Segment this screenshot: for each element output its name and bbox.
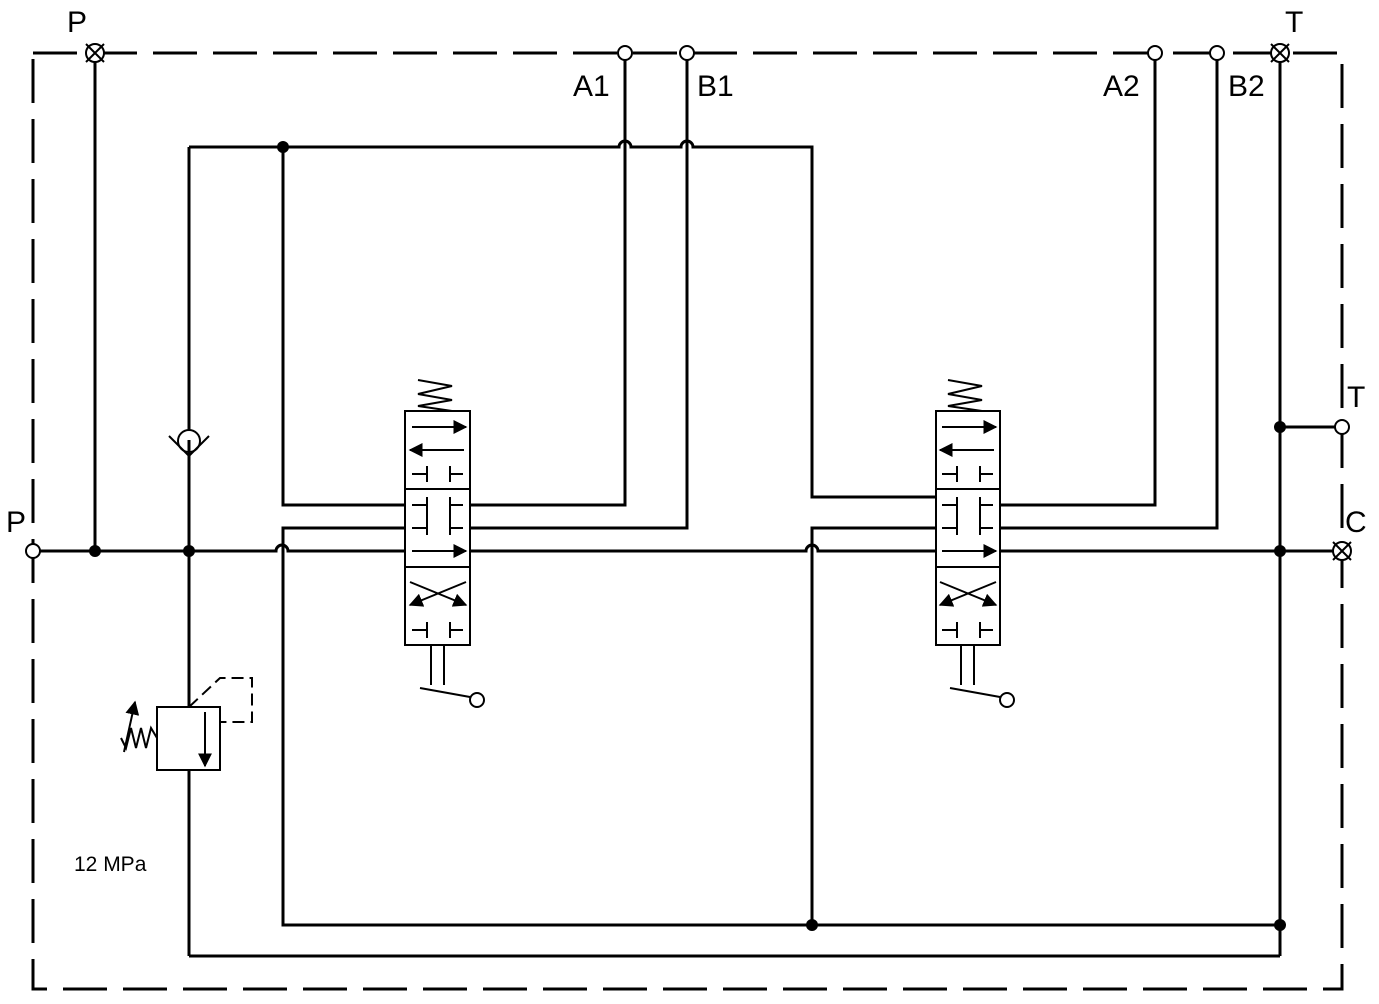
- pressure-gallery: [33, 543, 1342, 553]
- parallel-channel: [189, 139, 936, 499]
- label-b1: B1: [697, 70, 734, 103]
- check-valve-symbol: [168, 429, 210, 458]
- section1-return: [281, 526, 1280, 927]
- label-a2: A2: [1103, 70, 1140, 103]
- a2-line: [1000, 53, 1157, 507]
- label-p-left: P: [6, 506, 26, 539]
- relief-valve-symbol: [120, 677, 253, 771]
- label-b2: B2: [1228, 70, 1265, 103]
- b2-line: [1000, 53, 1219, 530]
- block-boundary: [31, 51, 1344, 991]
- port-b2: [1209, 45, 1225, 61]
- port-a2: [1147, 45, 1163, 61]
- label-p-top: P: [67, 6, 87, 39]
- section2-return: [810, 526, 936, 925]
- section1-supply: [281, 147, 405, 507]
- a1-line: [470, 53, 627, 507]
- label-a1: A1: [573, 70, 610, 103]
- label-t-top: T: [1285, 6, 1303, 39]
- plugged-port-t-top: [1270, 43, 1290, 63]
- plugged-port-c: [1332, 541, 1352, 561]
- port-t-right: [1334, 419, 1350, 435]
- port-a1: [617, 45, 633, 61]
- directional-valve-1: [404, 379, 485, 708]
- directional-valve-2: [935, 379, 1015, 708]
- port-b1: [679, 45, 695, 61]
- b1-line: [470, 53, 689, 530]
- relief-pressure-label: 12 MPa: [74, 853, 147, 876]
- label-t-right: T: [1347, 381, 1365, 414]
- junction-dots: [89, 141, 1286, 931]
- plugged-port-p-top: [85, 43, 105, 63]
- label-c-right: C: [1345, 506, 1367, 539]
- port-p-left: [25, 543, 41, 559]
